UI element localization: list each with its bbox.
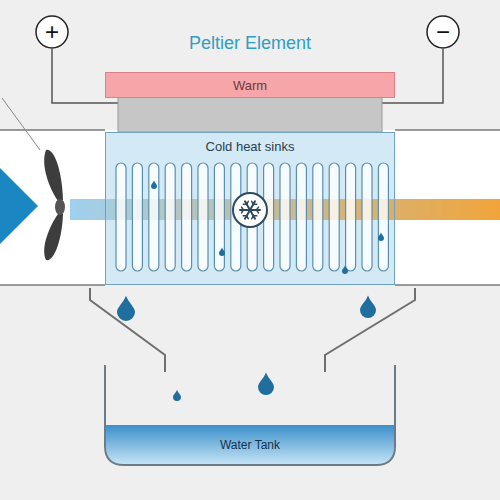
fan-hub: [55, 199, 65, 215]
fin: [198, 163, 208, 271]
fin: [214, 163, 224, 271]
duct-wall: [395, 129, 500, 131]
polarity-sign: −: [436, 20, 450, 44]
air-flow-segment: [466, 199, 473, 220]
fin: [329, 163, 339, 271]
funnel: [90, 288, 165, 372]
water-drop: [342, 266, 348, 274]
air-flow-segment: [424, 199, 431, 220]
air-flow-segment: [454, 199, 461, 220]
terminal-symbol: −: [426, 15, 460, 49]
air-flow-segment: [478, 199, 485, 220]
diagram-title: Peltier Element: [0, 33, 500, 54]
air-flow-segment: [82, 199, 89, 220]
fin: [296, 163, 306, 271]
water-drops: [117, 181, 384, 401]
fin: [378, 163, 388, 271]
air-flow-segment: [484, 199, 491, 220]
air-flow-segment: [472, 199, 479, 220]
air-flow-segment: [406, 199, 413, 220]
air-flow-segment: [490, 199, 497, 220]
warm-plate: Warm: [105, 72, 395, 98]
fin: [346, 163, 356, 271]
snowflake-branch: [253, 203, 256, 205]
snowflake-branch: [247, 201, 249, 204]
tank-wall: [105, 365, 395, 465]
water-drop: [173, 390, 181, 401]
duct-wall: [395, 284, 500, 286]
air-flow-segment: [88, 199, 95, 220]
water-drop: [219, 248, 225, 256]
duct-wall: [0, 129, 105, 131]
air-flow-segment: [412, 199, 419, 220]
peltier-plate: [118, 97, 382, 132]
fin: [313, 163, 323, 271]
air-flow-segment: [442, 199, 449, 220]
snowflake-branch: [257, 210, 259, 213]
air-flow-segment: [418, 199, 425, 220]
cold-heat-sink: Cold heat sinks: [105, 132, 395, 285]
fin: [116, 163, 126, 271]
water: [106, 425, 394, 464]
fan-blade: [44, 214, 63, 260]
fin: [132, 163, 142, 271]
node-label: Cold heat sinks: [206, 139, 295, 154]
air-flow-segment: [208, 199, 215, 220]
fin: [149, 163, 159, 271]
air-flow-segment: [94, 199, 101, 220]
duct-wall: [0, 284, 105, 286]
water-drop: [258, 373, 274, 395]
water-drop: [378, 233, 384, 241]
air-flow-segment: [430, 199, 437, 220]
fin: [362, 163, 372, 271]
snowflake-branch: [243, 215, 246, 217]
water-drop: [151, 181, 157, 189]
terminal-outline: [427, 16, 459, 48]
air-inlet-arrow: [0, 168, 38, 244]
air-flow-segment: [448, 199, 455, 220]
polarity-sign: +: [45, 20, 59, 44]
air-flow-segment: [70, 199, 77, 220]
funnel: [325, 288, 415, 372]
snowflake-icon: [233, 193, 267, 227]
fin: [165, 163, 175, 271]
water-drop: [360, 296, 376, 318]
snowflake-branch: [252, 216, 254, 219]
air-flow-segment: [400, 199, 407, 220]
air-flow-segment: [76, 199, 83, 220]
node-label: Water Tank: [220, 438, 280, 452]
air-flow-segment: [436, 199, 443, 220]
heat-sink-body: [105, 132, 395, 285]
terminal-outline: [36, 16, 68, 48]
water-tank: Water Tank: [105, 425, 395, 465]
snowflake-branch: [242, 207, 244, 210]
leader-line: [2, 98, 40, 150]
air-flow-segment: [460, 199, 467, 220]
water-drop: [117, 296, 135, 321]
node-label: Warm: [233, 78, 267, 93]
fan-blade: [44, 150, 63, 201]
fin: [280, 163, 290, 271]
heat-sink-fins: [116, 163, 388, 271]
air-flow-segment: [496, 199, 500, 220]
air-duct: [0, 130, 500, 285]
air-flow-segment: [106, 199, 113, 220]
terminal-symbol: +: [35, 15, 69, 49]
fin: [182, 163, 192, 271]
